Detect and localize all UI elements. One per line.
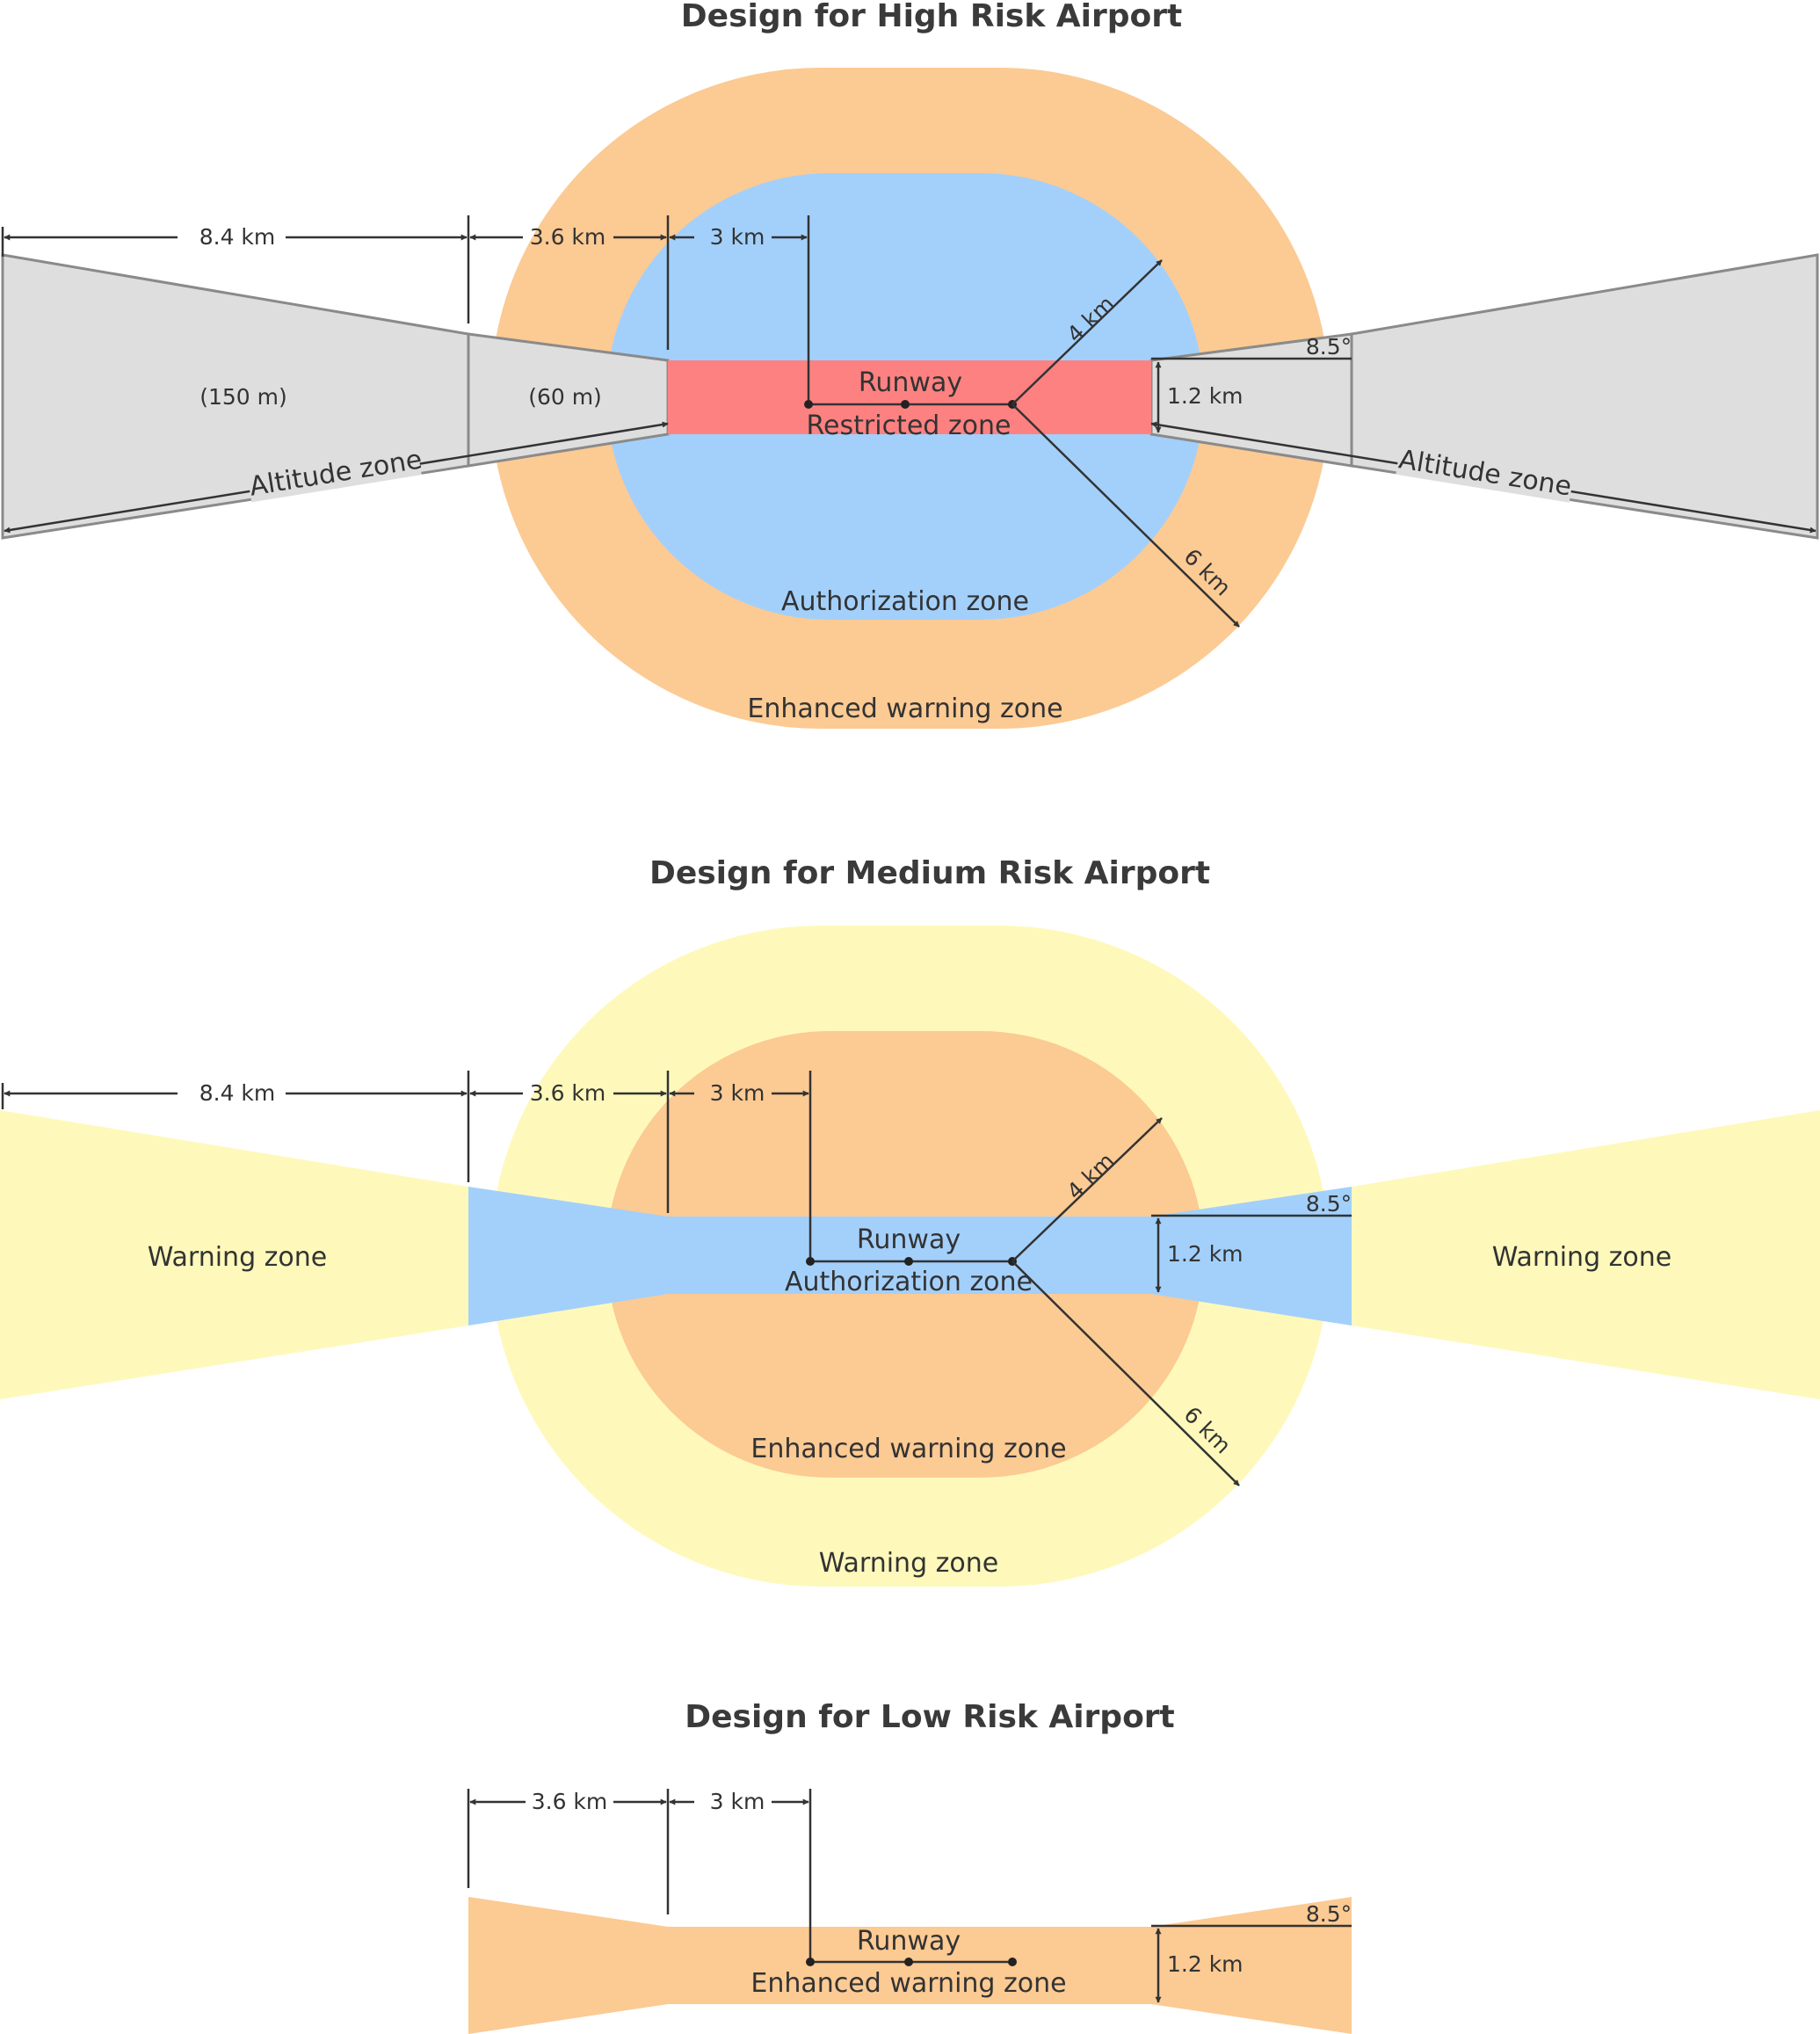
dim-1-2-km: 1.2 km xyxy=(1167,1241,1244,1267)
runway-label: Runway xyxy=(859,367,962,398)
runway-label: Runway xyxy=(857,1224,961,1255)
dim-3-6-km: 3.6 km xyxy=(530,224,606,250)
left-warning-zone-shape xyxy=(0,1110,468,1399)
dim-8-4-km: 8.4 km xyxy=(199,224,276,250)
warning-zone-left-label: Warning zone xyxy=(148,1242,327,1273)
warning-zone-right-label: Warning zone xyxy=(1492,1242,1671,1273)
dim-1-2-km: 1.2 km xyxy=(1167,1951,1244,1977)
dim-3-km: 3 km xyxy=(710,1080,765,1106)
angle-8-5: 8.5° xyxy=(1306,1901,1352,1927)
dim-3-6-km: 3.6 km xyxy=(532,1789,608,1814)
angle-8-5: 8.5° xyxy=(1306,1191,1352,1217)
authorization-zone-shape xyxy=(468,1187,1352,1326)
warning-zone-outer-label: Warning zone xyxy=(819,1548,998,1579)
high-risk-title: Design for High Risk Airport xyxy=(681,0,1182,34)
medium-risk-title: Design for Medium Risk Airport xyxy=(649,855,1210,891)
dim-1-2-km: 1.2 km xyxy=(1167,383,1244,409)
dim-3-km: 3 km xyxy=(710,224,765,250)
enhanced-warning-zone-label: Enhanced warning zone xyxy=(747,694,1062,724)
medium-risk-design: Design for Medium Risk Airport 8.4 km 3.… xyxy=(0,855,1820,1587)
restricted-zone-label: Restricted zone xyxy=(807,410,1012,441)
low-risk-title: Design for Low Risk Airport xyxy=(685,1699,1175,1735)
authorization-zone-label: Authorization zone xyxy=(785,1267,1033,1297)
high-risk-design: Design for High Risk Airport 8.4 km 3.6 … xyxy=(1,0,1819,729)
authorization-zone-label: Authorization zone xyxy=(781,586,1029,617)
dim-3-km: 3 km xyxy=(710,1789,765,1814)
enhanced-warning-zone-label: Enhanced warning zone xyxy=(750,1968,1066,1999)
dim-3-6-km: 3.6 km xyxy=(530,1080,606,1106)
restricted-zone-shape xyxy=(668,360,1151,434)
height-60-m: (60 m) xyxy=(528,384,602,410)
dim-8-4-km: 8.4 km xyxy=(199,1080,276,1106)
angle-8-5: 8.5° xyxy=(1306,334,1352,360)
right-warning-zone-shape xyxy=(1352,1110,1820,1399)
enhanced-warning-zone-label: Enhanced warning zone xyxy=(750,1434,1066,1464)
runway-label: Runway xyxy=(857,1926,961,1957)
height-150-m: (150 m) xyxy=(199,384,287,410)
right-altitude-zone-shape xyxy=(1350,253,1819,540)
low-risk-design: Design for Low Risk Airport 3.6 km 3 km … xyxy=(467,1699,1352,2034)
